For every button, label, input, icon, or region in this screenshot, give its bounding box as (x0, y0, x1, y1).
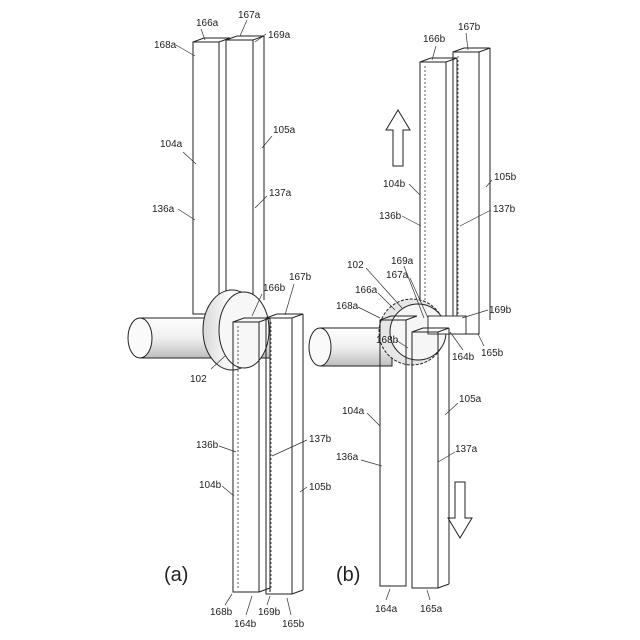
label-167b: 167b (458, 22, 481, 33)
label-168b: 168b (376, 335, 399, 346)
label-166b: 166b (423, 34, 446, 45)
label-102-b: 102 (347, 260, 364, 271)
label-136b: 136b (379, 211, 402, 222)
arrow-down-icon (448, 482, 472, 538)
label-137b: 137b (309, 434, 332, 445)
label-105a: 105a (273, 125, 296, 136)
label-167a: 167a (238, 10, 261, 21)
rack-104b-upper (420, 58, 457, 332)
label-102-a: 102 (190, 374, 207, 385)
label-166a: 166a (196, 18, 219, 29)
label-166a: 166a (355, 285, 378, 296)
caption-b: (b) (336, 564, 360, 586)
label-169a: 169a (391, 256, 414, 267)
rack-105b-upper (453, 48, 490, 334)
label-105b: 105b (494, 172, 517, 183)
label-136a: 136a (152, 204, 175, 215)
caption-a: (a) (164, 564, 188, 586)
label-165b: 165b (282, 619, 305, 630)
panel-a: 166a 167a 168a 169a 104a 105a 136a 137a … (128, 10, 332, 630)
panel-b: 166b 167b 104b 105b 136b 137b 169a 102 1… (309, 22, 517, 615)
label-104b: 104b (199, 480, 222, 491)
label-105a: 105a (459, 394, 482, 405)
label-168a: 168a (336, 301, 359, 312)
label-136a: 136a (336, 452, 359, 463)
label-104b: 104b (383, 179, 406, 190)
label-169b: 169b (258, 607, 281, 618)
label-169a: 169a (268, 30, 291, 41)
label-165a: 165a (420, 604, 443, 615)
rack-105b-lower (266, 314, 303, 594)
label-168a: 168a (154, 40, 177, 51)
label-164a: 164a (375, 604, 398, 615)
label-104a: 104a (342, 406, 365, 417)
rack-105a-lower (412, 328, 449, 588)
label-137a: 137a (269, 188, 292, 199)
label-137b: 137b (493, 204, 516, 215)
rack-104a-upper (193, 38, 230, 314)
label-168b: 168b (210, 607, 233, 618)
label-167b: 167b (289, 272, 312, 283)
label-104a: 104a (160, 139, 183, 150)
label-137a: 137a (455, 444, 478, 455)
label-164b: 164b (234, 619, 257, 630)
label-166b: 166b (263, 283, 286, 294)
label-105b: 105b (309, 482, 332, 493)
arrow-up-icon (386, 110, 410, 166)
label-136b: 136b (196, 440, 219, 451)
label-169b: 169b (489, 305, 512, 316)
label-165b: 165b (481, 348, 504, 359)
rack-105a-upper (226, 36, 264, 314)
shaft-102-a (128, 290, 270, 370)
label-164b: 164b (452, 352, 475, 363)
label-167a: 167a (386, 270, 409, 281)
